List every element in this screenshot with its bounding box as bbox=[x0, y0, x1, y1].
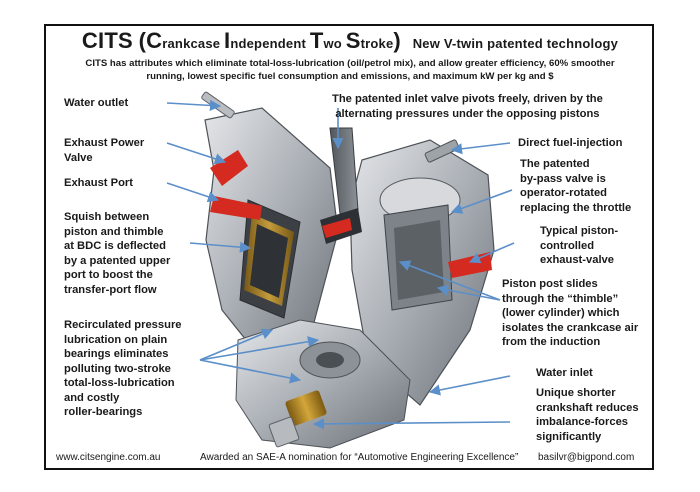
arrow-piston-post-b bbox=[398, 260, 501, 301]
poster-title: CITS (Crankcase Independent Two Stroke) … bbox=[81, 28, 619, 53]
footer-award: Awarded an SAE-A nomination for “Automot… bbox=[200, 452, 519, 463]
label-fuel-injection: Direct fuel-injection bbox=[518, 137, 623, 149]
tagline: CITS has attributes which eliminate tota… bbox=[85, 58, 615, 82]
footer-website: www.citsengine.com.au bbox=[56, 452, 161, 463]
arrow-water-inlet bbox=[428, 375, 511, 396]
arrow-recirc-b bbox=[199, 336, 320, 361]
label-crankshaft: Unique shorter crankshaft reduces imbala… bbox=[536, 387, 639, 443]
arrow-bypass-valve bbox=[450, 189, 513, 214]
footer-email: basilvr@bigpond.com bbox=[538, 452, 635, 463]
title-suffix: New V-twin patented technology bbox=[412, 36, 619, 51]
left-cylinder bbox=[204, 107, 339, 361]
arrow-fuel-injection bbox=[450, 142, 511, 155]
arrow-recirc-c bbox=[199, 359, 302, 384]
label-recirculated-lubrication: Recirculated pressure lubrication on pla… bbox=[64, 319, 182, 418]
exhaust-port-red bbox=[210, 196, 262, 220]
leader-arrows bbox=[166, 99, 515, 430]
exhaust-power-valve-red bbox=[210, 150, 248, 186]
label-water-inlet: Water inlet bbox=[536, 367, 593, 379]
label-exhaust-valve: Typical piston- controlled exhaust-valve bbox=[540, 225, 619, 266]
arrow-recirc-a bbox=[199, 328, 274, 361]
arrow-squish bbox=[189, 241, 252, 253]
label-bypass-valve: The patented by-pass valve is operator-r… bbox=[520, 158, 632, 214]
label-piston-post: Piston post slides through the “thimble”… bbox=[502, 278, 639, 348]
arrow-water-outlet bbox=[166, 99, 222, 112]
arrow-exhaust-port bbox=[166, 182, 220, 203]
inlet-valve-red bbox=[322, 218, 352, 238]
arrow-crankshaft bbox=[312, 418, 511, 430]
crankcase bbox=[235, 319, 411, 449]
arrow-piston-post-a bbox=[436, 284, 501, 301]
crankshaft-nose bbox=[268, 390, 327, 448]
label-exhaust-port: Exhaust Port bbox=[64, 177, 134, 189]
label-squish: Squish between piston and thimble at BDC… bbox=[64, 211, 171, 296]
arrow-exhaust-valve bbox=[468, 242, 515, 264]
label-exhaust-power-valve: Exhaust Power Valve bbox=[64, 137, 145, 164]
label-inlet-valve: The patented inlet valve pivots freely, … bbox=[332, 93, 603, 120]
arrow-exhaust-power-valve bbox=[166, 142, 227, 165]
right-cylinder bbox=[349, 139, 495, 406]
label-water-outlet: Water outlet bbox=[64, 97, 129, 109]
